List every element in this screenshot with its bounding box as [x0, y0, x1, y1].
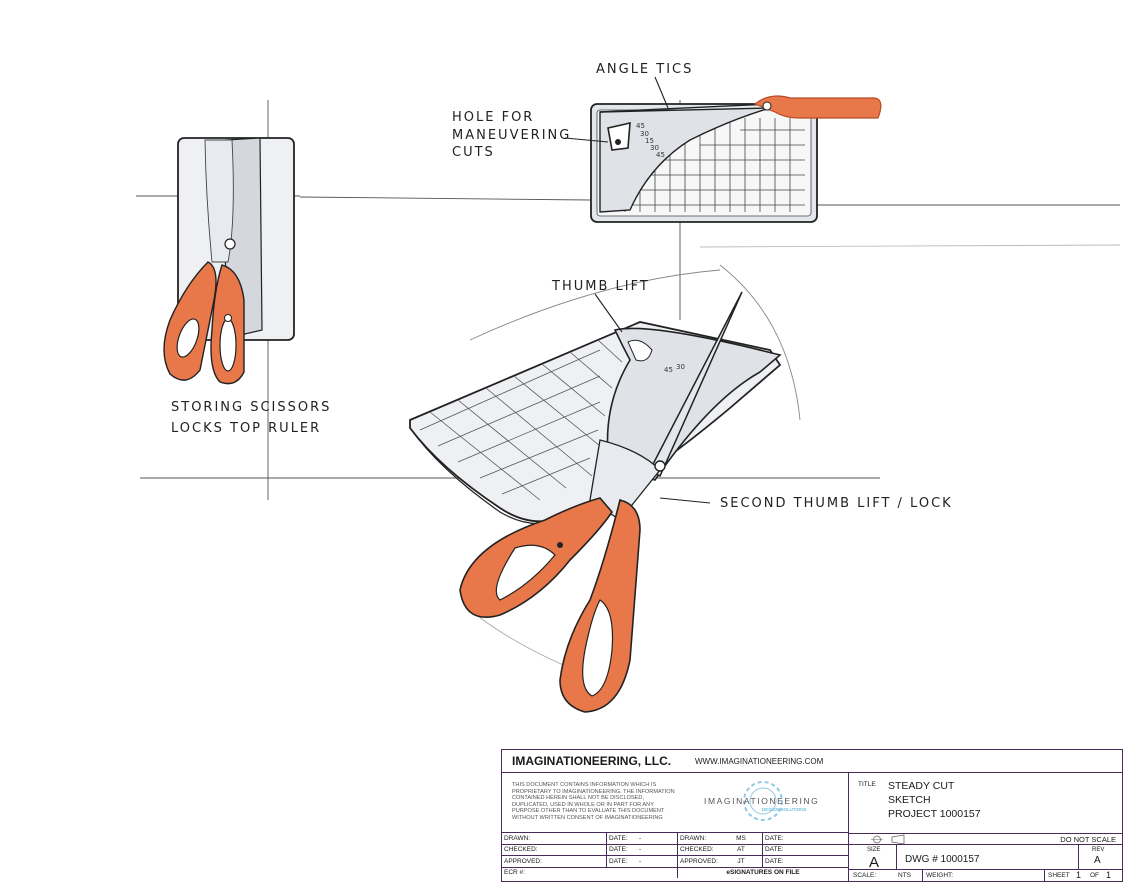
rev-label: REV — [1092, 847, 1105, 853]
table-row: APPROVED: DATE: - APPROVED: JT DATE: — [502, 855, 848, 867]
scissor-blade-b — [589, 439, 661, 521]
label-hole-2: MANEUVERING — [452, 128, 571, 143]
company-website: WWW.IMAGINATIONEERING.COM — [695, 757, 824, 766]
ruler-blade — [599, 107, 771, 213]
size-value: A — [869, 854, 880, 871]
title-line: SKETCH — [888, 794, 931, 806]
label-thumb-lift: THUMB LIFT — [551, 279, 650, 294]
angle-tick: 45 — [636, 122, 645, 130]
scale-value: NTS — [898, 872, 911, 879]
leader-lines — [564, 76, 711, 504]
scale-row: SCALE: NTS WEIGHT: SHEET 1 OF 1 — [848, 869, 1122, 882]
of-label: OF — [1090, 872, 1100, 879]
logo-text: IMAGINATIONEERING — [704, 796, 820, 806]
scissor-handle-top — [753, 95, 882, 119]
drawing-number: DWG # 1000157 — [905, 854, 980, 865]
weight-label: WEIGHT: — [926, 872, 954, 879]
sheet-label: SHEET — [1048, 872, 1070, 879]
board-top-view: 45 30 15 30 45 — [590, 95, 882, 223]
angle-tick: 45 — [656, 151, 665, 159]
title-block-left: THIS DOCUMENT CONTAINS INFORMATION WHICH… — [502, 772, 849, 881]
label-hole-3: CUTS — [452, 145, 495, 160]
label-storing-1: STORING SCISSORS — [171, 400, 331, 415]
table-row: CHECKED: DATE: - CHECKED: AT DATE: — [502, 843, 848, 856]
table-row: ECR #: eSIGNATURES ON FILE — [502, 866, 848, 878]
company-logo: IMAGINATIONEERING DESIGN SOLUTIONS — [686, 776, 836, 830]
angle-tick: 30 — [650, 144, 659, 152]
label-hole-1: HOLE FOR — [452, 110, 534, 125]
angle-tick: 30 — [640, 130, 649, 138]
sheet-total: 1 — [1106, 870, 1112, 880]
thumb-lift-ruler — [606, 327, 782, 481]
logo-subtitle: DESIGN SOLUTIONS — [762, 807, 807, 812]
rev-value: A — [1094, 855, 1101, 866]
title-line: PROJECT 1000157 — [888, 808, 981, 820]
angle-ticks-top: 45 30 15 30 45 — [636, 122, 665, 159]
label-storing-2: LOCKS TOP RULER — [171, 421, 321, 436]
proprietary-notice: THIS DOCUMENT CONTAINS INFORMATION WHICH… — [512, 782, 675, 821]
label-angle-tics: ANGLE TICS — [596, 62, 693, 77]
stored-scissors-view — [163, 137, 295, 385]
scale-label: SCALE: — [853, 872, 877, 879]
angle-tick: 30 — [676, 363, 685, 371]
company-name: IMAGINATIONEERING, LLC. — [512, 754, 672, 768]
sheet-number: 1 — [1076, 870, 1082, 880]
title-block-right: TITLE STEADY CUT SKETCH PROJECT 1000157 … — [848, 772, 1122, 882]
approval-grid: DRAWN: DATE: - DRAWN: MS DATE: CHECKED: … — [502, 832, 848, 878]
title-label: TITLE — [858, 781, 876, 788]
gear-icon — [743, 781, 783, 821]
esignatures-note: eSIGNATURES ON FILE — [677, 866, 848, 878]
table-row: DRAWN: DATE: - DRAWN: MS DATE: — [502, 832, 848, 844]
maneuver-hole — [607, 121, 631, 151]
size-label: SIZE — [867, 847, 881, 853]
angle-tick: 15 — [645, 137, 654, 145]
angle-tick: 45 — [664, 366, 673, 374]
do-not-scale-note: DO NOT SCALE — [1060, 835, 1116, 844]
title-line: STEADY CUT — [888, 780, 955, 792]
perspective-view: 45 30 — [409, 291, 782, 713]
title-block: IMAGINATIONEERING, LLC. WWW.IMAGINATIONE… — [501, 749, 1123, 882]
size-row: SIZE A DWG # 1000157 REV A — [848, 844, 1122, 871]
title-block-header: IMAGINATIONEERING, LLC. WWW.IMAGINATIONE… — [502, 750, 1122, 773]
label-second-thumb: SECOND THUMB LIFT / LOCK — [720, 496, 953, 511]
